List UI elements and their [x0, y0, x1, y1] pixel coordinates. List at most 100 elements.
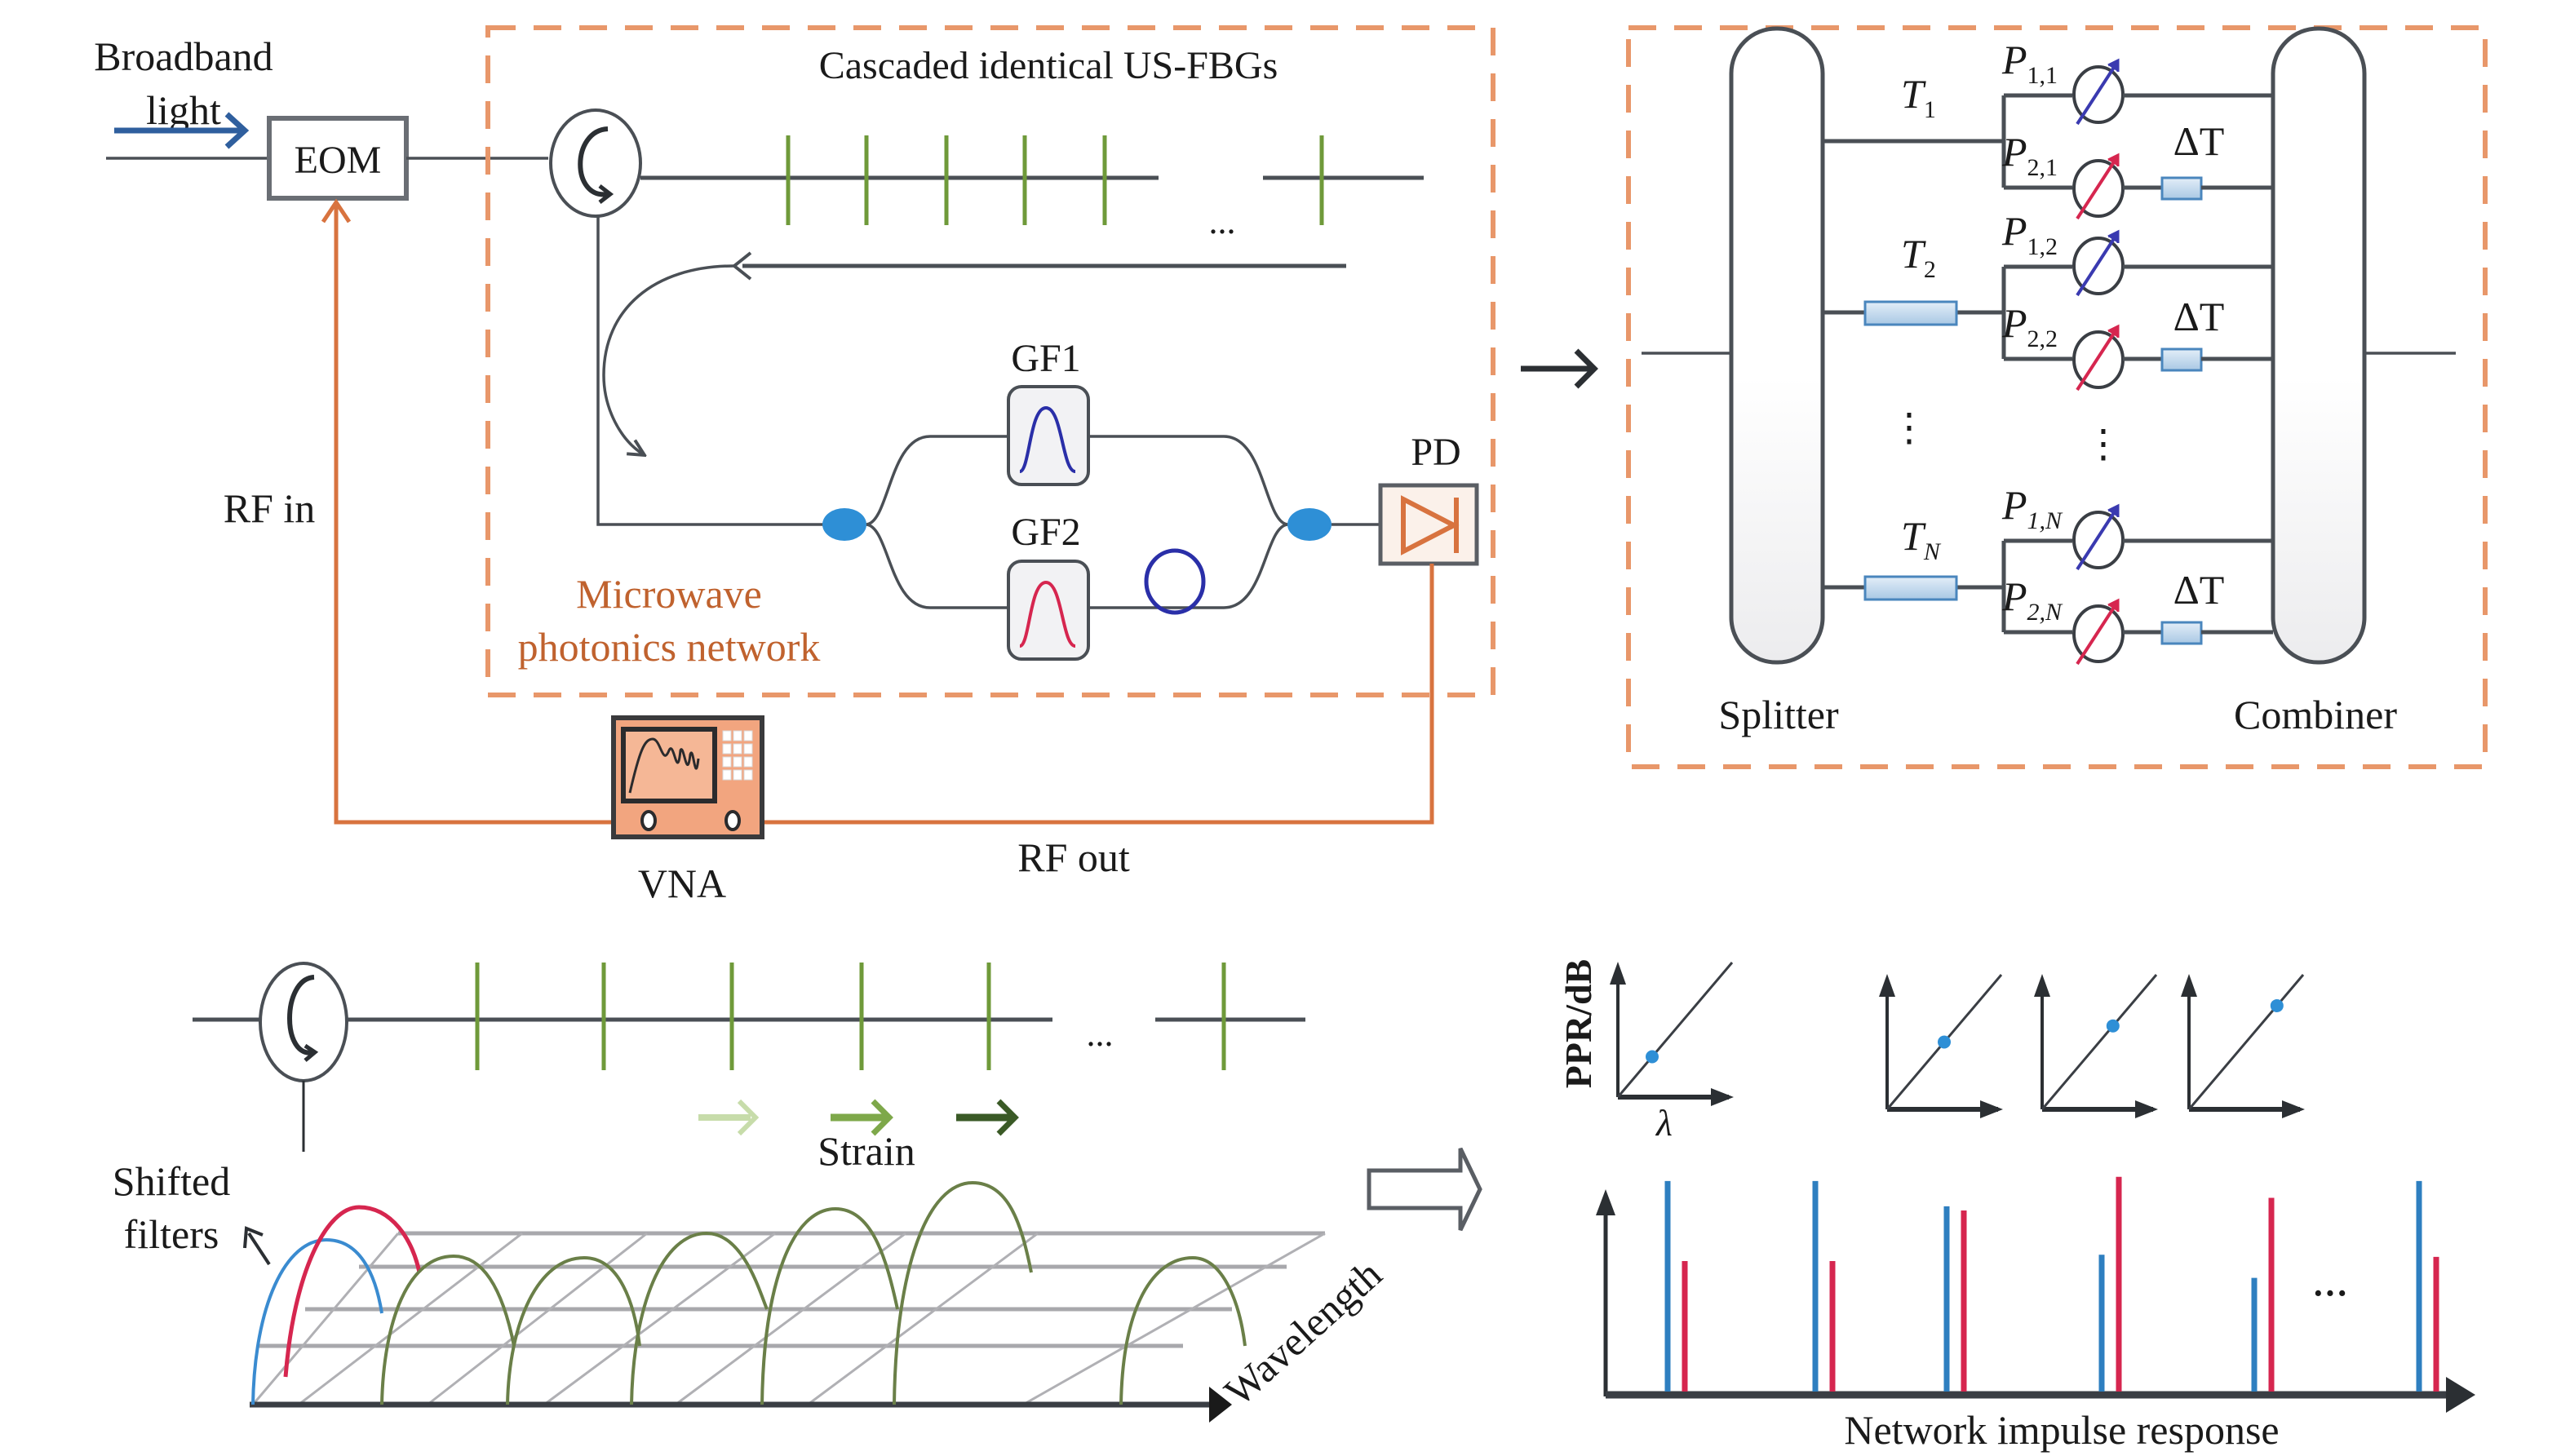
vertical-ellipsis-delays: ⋮ [1890, 406, 1929, 449]
ppr-inset-point [1646, 1050, 1659, 1064]
strain-arrow-icon [698, 1099, 760, 1136]
network-label-line2: photonics network [518, 624, 821, 670]
ppr-inset-y-arrow-icon [1879, 974, 1895, 997]
phase-shifter-icon [2072, 511, 2125, 569]
shift-up-arrow-icon [243, 1226, 271, 1266]
vna-label: VNA [638, 861, 726, 906]
network-label-line1: Microwave [576, 571, 762, 617]
impulse-bars [1664, 1176, 2439, 1392]
impulse-response-label: Network impulse response [1844, 1407, 2279, 1453]
p11-label: P1,1 [2001, 37, 2058, 89]
combiner-bar [2271, 26, 2367, 665]
delta-t-delay-icon [2160, 347, 2203, 372]
wavelength-grid [250, 1231, 1326, 1423]
vertical-ellipsis-phases: ⋮ [2084, 423, 2123, 466]
eom-modulator: EOM [267, 116, 409, 201]
p1n-label: P1,N [2001, 482, 2063, 534]
ppr-inset-y-arrow-icon [2034, 974, 2050, 997]
branch-1: T1 P1,1 P2,1 ΔT [1823, 37, 2273, 220]
fbg-gratings [475, 963, 1226, 1070]
delta-t-delay-icon [2160, 621, 2203, 645]
lower-arm-fiber-out [1088, 523, 1288, 609]
ppr-inset-point [1938, 1035, 1951, 1049]
gf2-filter: GF2 [1007, 511, 1090, 661]
shifted-filters-label-line2: filters [124, 1211, 219, 1257]
circulator-icon [549, 108, 642, 218]
shifted-filter-blue [251, 1237, 383, 1405]
combiner-label: Combiner [2234, 692, 2397, 737]
ppr-inset-point [2106, 1019, 2120, 1033]
gf2-label: GF2 [1011, 511, 1080, 554]
rf-out-label: RF out [1017, 834, 1130, 880]
ppr-inset-x-arrow-icon [2282, 1100, 2305, 1118]
delta-t-delay-icon [2160, 176, 2203, 201]
filter-spectra [251, 1180, 1247, 1405]
delay-label-t2: T2 [1901, 231, 1936, 283]
fbg-filter-curve [506, 1255, 641, 1405]
phase-shifter-icon [2072, 237, 2125, 295]
branch-n: TN P1,N P2,N ΔT [1823, 482, 2273, 666]
network-model-box [1626, 25, 2488, 769]
gf2-passband-icon [1018, 580, 1076, 648]
impulse-y-axis-arrow-icon [1596, 1189, 1615, 1215]
microwave-photonics-network-box [485, 25, 1495, 697]
result-hollow-arrow-icon [1367, 1147, 1482, 1232]
top-left-setup: Broadband light EOM Cascaded identical U… [94, 25, 1495, 906]
fbg-filter-curve [380, 1254, 516, 1405]
ppr-inset-y-arrow-icon [2181, 974, 2197, 997]
ppr-inset-point [2270, 998, 2284, 1012]
eom-label: EOM [295, 139, 382, 182]
impulse-ellipsis: ··· [2312, 1273, 2348, 1313]
upper-arm-fiber-in [866, 435, 1008, 526]
impulse-x-axis-arrow-icon [2446, 1377, 2475, 1413]
p2n-label: P2,N [2001, 573, 2063, 626]
splitter-label: Splitter [1718, 692, 1839, 737]
top-right-network-model: Splitter Combiner T1 P1,1 P2,1 ΔT [1626, 25, 2488, 769]
broadband-light-label-line2: light [146, 87, 221, 133]
lambda-label: λ [1655, 1102, 1673, 1144]
ppr-insets [1610, 962, 2305, 1118]
ppr-inset-x-arrow-icon [2135, 1100, 2158, 1118]
output-coupler-icon [1287, 508, 1332, 541]
fbg-ellipsis: ... [1087, 1014, 1114, 1054]
lower-arm-fiber-in [866, 523, 1008, 609]
fiber-delay-loop-icon [1144, 548, 1206, 615]
pd-label: PD [1411, 431, 1460, 474]
bottom-left-strain-sensing: ... Strain Shifted filters [113, 962, 1390, 1423]
circulator-to-coupler-fiber [596, 216, 824, 526]
photodetector-icon: PD [1378, 431, 1479, 566]
delay-label-t1: T1 [1901, 71, 1936, 123]
broadband-light-label-line1: Broadband [94, 33, 273, 79]
upper-arm-fiber-out [1088, 435, 1288, 526]
gf1-filter: GF1 [1007, 337, 1090, 486]
bottom-right-results: PPR/dB λ ··· Network impulse response [1558, 959, 2475, 1453]
circulator-icon [259, 962, 348, 1152]
ppr-inset-line [2040, 974, 2158, 1110]
delta-t-label: ΔT [2173, 294, 2225, 339]
t2-delay-line-icon [1863, 300, 1958, 326]
wavelength-axis-arrow-icon [1209, 1387, 1232, 1423]
ppr-inset-x-arrow-icon [1711, 1088, 1734, 1106]
strain-arrow-icon [956, 1099, 1019, 1136]
strain-label: Strain [818, 1128, 915, 1174]
p22-label: P2,2 [2001, 300, 2058, 352]
delta-t-label: ΔT [2173, 118, 2225, 164]
fbg-filter-curve [1119, 1255, 1247, 1405]
delta-t-label: ΔT [2173, 567, 2225, 613]
fbg-filter-curve [760, 1206, 899, 1405]
branch-2: T2 P1,2 P2,2 ΔT [1823, 208, 2273, 392]
ppr-inset-line [1616, 962, 1734, 1098]
fbg-array-title: Cascaded identical US-FBGs [819, 44, 1278, 87]
fbg-filter-curve [893, 1180, 1033, 1405]
reflection-return-arrow-icon [602, 251, 1346, 455]
ppr-inset-x-arrow-icon [1980, 1100, 2003, 1118]
rf-in-arrow-icon [321, 198, 352, 223]
p12-label: P1,2 [2001, 208, 2058, 260]
gf1-label: GF1 [1011, 337, 1080, 380]
panel-link-arrow-icon [1521, 348, 1598, 389]
rf-out-cable [759, 564, 1434, 825]
fbg-filter-curve [630, 1231, 769, 1405]
ppr-axis-label: PPR/dB [1558, 959, 1599, 1088]
fbg-gratings [786, 135, 1324, 225]
